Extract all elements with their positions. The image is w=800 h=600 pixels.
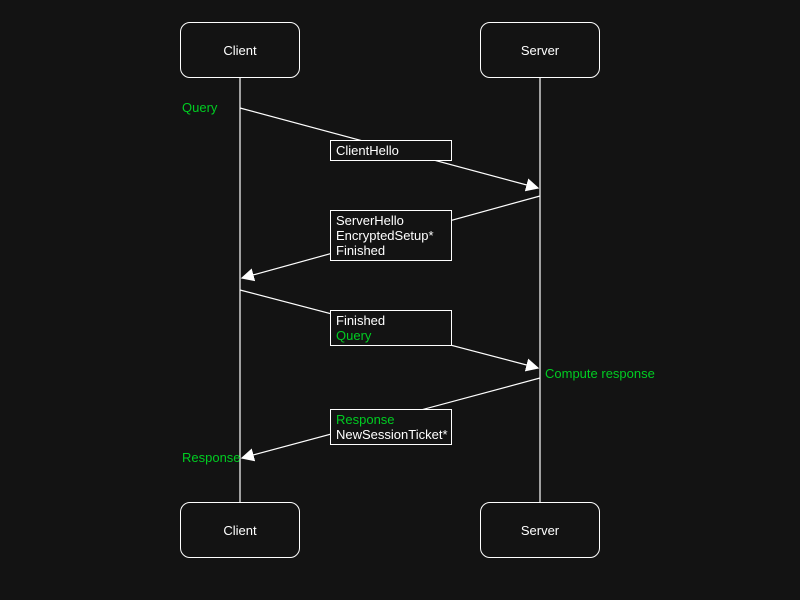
actor-server-top-label: Server: [520, 42, 560, 58]
actor-client-top: Client: [180, 22, 300, 78]
message-line: Finished: [336, 243, 386, 258]
actor-server-bottom: Server: [480, 502, 600, 558]
message-line: NewSessionTicket*: [336, 427, 448, 442]
message-line: Response: [336, 412, 395, 427]
actor-server-bottom-label: Server: [520, 522, 560, 538]
label-response: Response: [182, 450, 241, 465]
actor-client-top-label: Client: [223, 42, 257, 58]
message-line: Finished: [336, 313, 386, 328]
message-box-clienthello: ClientHello: [330, 140, 452, 161]
message-line: EncryptedSetup*: [336, 228, 434, 243]
label-compute-response: Compute response: [545, 366, 655, 381]
actor-server-top: Server: [480, 22, 600, 78]
message-box-finished-query: Finished Query: [330, 310, 452, 346]
message-line: Query: [336, 328, 372, 343]
actor-client-bottom: Client: [180, 502, 300, 558]
message-box-serverhello: ServerHello EncryptedSetup* Finished: [330, 210, 452, 261]
label-query: Query: [182, 100, 218, 115]
actor-client-bottom-label: Client: [223, 522, 257, 538]
message-line: ServerHello: [336, 213, 404, 228]
message-line: ClientHello: [336, 143, 399, 158]
message-box-response-ticket: Response NewSessionTicket*: [330, 409, 452, 445]
